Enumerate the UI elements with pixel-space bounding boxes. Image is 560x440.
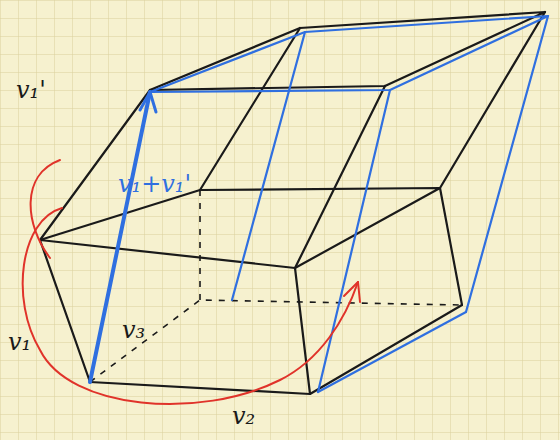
- vector-label: v₁: [8, 330, 31, 354]
- vector-label: v₂: [232, 404, 255, 428]
- hidden-edges: [90, 190, 462, 382]
- parallelepiped: [40, 12, 545, 394]
- sheared-parallelepiped: [150, 16, 548, 392]
- rotation-curve: [31, 160, 60, 258]
- sum-label: v₁+v₁': [118, 172, 191, 196]
- arrowhead: [344, 282, 360, 302]
- arrowhead: [140, 92, 156, 112]
- vector-label: v₁': [16, 78, 46, 102]
- rotation-curve: [23, 208, 358, 404]
- sum-vector: [90, 92, 150, 382]
- vector-label: v₃: [122, 318, 145, 342]
